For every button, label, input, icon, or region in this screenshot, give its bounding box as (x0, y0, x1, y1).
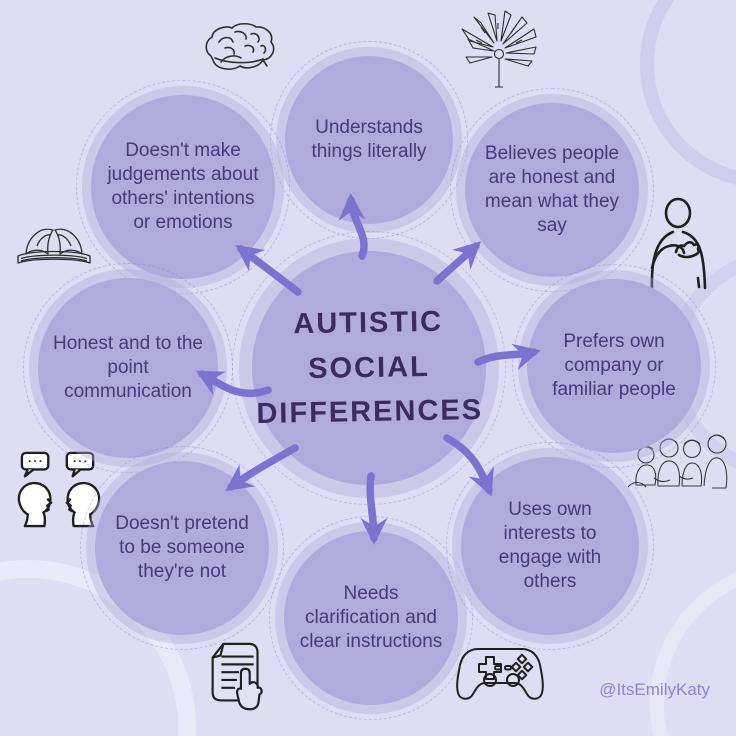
watermark-handle: @ItsEmilyKaty (599, 680, 710, 699)
node-label: Needs clarification and clear instructio… (299, 583, 443, 652)
game-controller-icon (456, 648, 544, 700)
open-book-icon (17, 228, 91, 264)
node-label: Uses own interests to engage with others (498, 499, 602, 592)
node-understands-literally: Understands things literally (270, 41, 468, 239)
background-brush-swirl (640, 0, 736, 188)
brain-icon (205, 22, 275, 70)
background-brush-swirl (650, 560, 736, 736)
fireworks-icon (461, 10, 537, 88)
node-doesnt-pretend: Doesn't pretend to be someone they're no… (80, 446, 284, 650)
document-pointer-icon (211, 642, 263, 711)
node-label: Prefers own company or familiar people (552, 331, 676, 400)
node-no-judgements: Doesn't make judgements about others' in… (76, 80, 290, 294)
node-label: Doesn't make judgements about others' in… (107, 140, 259, 233)
node-label: Honest and to the point communication (52, 333, 203, 402)
node-prefers-own-company: Prefers own company or familiar people (512, 264, 716, 468)
title-line: AUTISTIC (293, 305, 444, 340)
node-label: Understands things literally (311, 117, 427, 162)
node-uses-own-interests: Uses own interests to engage with others (446, 442, 654, 650)
node-label: Believes people are honest and mean what… (484, 143, 620, 236)
node-label: Doesn't pretend to be someone they're no… (115, 513, 249, 582)
node-needs-clarification: Needs clarification and clear instructio… (269, 516, 473, 720)
node-believes-honest: Believes people are honest and mean what… (450, 88, 654, 292)
conversation-icon (17, 451, 101, 528)
node-honest-communication: Honest and to the point communication (23, 263, 233, 473)
title-line: DIFFERENCES (256, 394, 484, 431)
title-line: SOCIAL (307, 350, 431, 385)
central-topic-circle: AUTISTIC SOCIAL DIFFERENCES (249, 248, 489, 488)
